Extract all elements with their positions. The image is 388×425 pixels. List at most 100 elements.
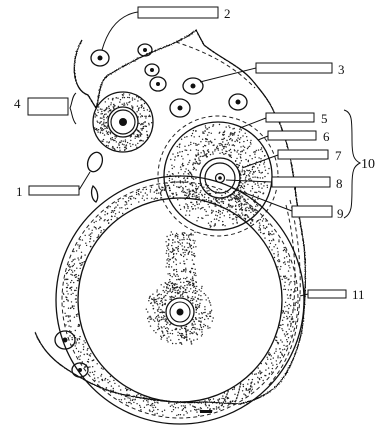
stipple-dot: [273, 233, 274, 234]
stipple-dot: [240, 146, 241, 147]
stipple-dot: [279, 348, 280, 349]
stipple-dot: [183, 408, 184, 409]
stipple-dot: [199, 317, 200, 318]
granulosa-wall-stipple: [63, 183, 297, 416]
stipple-dot: [162, 302, 163, 303]
stipple-dot: [243, 188, 244, 189]
stipple-dot: [136, 395, 137, 396]
label-2-leader: [102, 12, 138, 50]
stipple-dot: [180, 166, 181, 167]
stipple-dot: [244, 199, 245, 200]
stipple-dot: [138, 193, 139, 194]
stipple-dot: [108, 106, 109, 107]
stipple-dot: [258, 149, 259, 150]
stipple-dot: [132, 144, 133, 145]
stipple-dot: [175, 192, 176, 193]
stipple-dot: [239, 194, 240, 195]
stipple-dot: [167, 247, 168, 248]
stipple-dot: [282, 320, 283, 321]
stipple-dot: [150, 325, 151, 326]
stipple-dot: [204, 400, 205, 401]
stipple-dot: [294, 309, 295, 310]
stipple-dot: [72, 339, 73, 340]
stipple-dot: [224, 131, 225, 132]
stipple-dot: [196, 189, 197, 190]
stipple-dot: [258, 157, 259, 158]
stipple-dot: [110, 138, 111, 139]
stipple-dot: [108, 131, 109, 132]
stipple-dot: [289, 261, 290, 262]
stipple-dot: [228, 199, 229, 200]
stipple-dot: [135, 144, 136, 145]
stipple-dot: [173, 283, 174, 284]
stipple-dot: [209, 225, 210, 226]
stipple-dot: [184, 337, 185, 338]
stipple-dot: [197, 144, 198, 145]
stipple-dot: [105, 101, 106, 102]
stipple-dot: [190, 142, 191, 143]
label-7-number: 7: [335, 148, 342, 163]
stipple-dot: [186, 234, 187, 235]
stipple-dot: [186, 287, 187, 288]
stipple-dot: [266, 364, 267, 365]
stipple-dot: [100, 127, 101, 128]
stipple-dot: [249, 170, 250, 171]
stipple-dot: [109, 381, 110, 382]
stipple-dot: [236, 195, 237, 196]
stipple-dot: [167, 333, 168, 334]
stipple-dot: [196, 201, 197, 202]
stipple-dot: [223, 132, 224, 133]
stipple-dot: [75, 345, 76, 346]
stipple-dot: [193, 240, 194, 241]
stipple-dot: [195, 178, 196, 179]
stipple-dot: [271, 371, 272, 372]
stipple-dot: [115, 213, 116, 214]
stipple-dot: [181, 271, 182, 272]
stipple-dot: [177, 152, 178, 153]
stipple-dot: [184, 146, 185, 147]
stipple-dot: [69, 264, 70, 265]
stipple-dot: [199, 305, 200, 306]
stipple-dot: [75, 337, 76, 338]
stipple-dot: [235, 161, 236, 162]
stipple-dot: [230, 132, 231, 133]
stipple-dot: [222, 149, 223, 150]
stipple-dot: [180, 335, 181, 336]
stipple-dot: [111, 212, 112, 213]
stipple-dot: [254, 383, 255, 384]
stipple-dot: [115, 138, 116, 139]
stipple-dot: [156, 190, 157, 191]
label-5-number: 5: [321, 111, 328, 126]
stipple-dot: [75, 274, 76, 275]
stipple-dot: [142, 189, 143, 190]
stipple-dot: [178, 248, 179, 249]
stipple-dot: [242, 169, 243, 170]
stipple-dot: [255, 151, 256, 152]
stipple-dot: [108, 98, 109, 99]
stipple-dot: [292, 299, 293, 300]
stipple-dot: [186, 277, 187, 278]
stipple-dot: [195, 208, 196, 209]
stipple-dot: [288, 289, 289, 290]
stipple-dot: [146, 400, 147, 401]
stipple-dot: [189, 243, 190, 244]
stipple-dot: [200, 162, 201, 163]
stipple-dot: [155, 332, 156, 333]
stipple-dot: [287, 305, 288, 306]
stipple-dot: [66, 291, 67, 292]
stipple-dot: [282, 341, 283, 342]
stipple-dot: [151, 318, 152, 319]
stipple-dot: [222, 395, 223, 396]
stipple-dot: [106, 107, 107, 108]
stipple-dot: [161, 197, 162, 198]
stipple-dot: [122, 104, 123, 105]
stipple-dot: [187, 239, 188, 240]
stipple-dot: [291, 318, 292, 319]
stipple-dot: [169, 178, 170, 179]
stipple-dot: [171, 193, 172, 194]
label-1: 1: [16, 172, 90, 199]
stipple-dot: [208, 190, 209, 191]
stipple-dot: [151, 198, 152, 199]
stipple-dot: [247, 215, 248, 216]
stipple-dot: [124, 104, 125, 105]
